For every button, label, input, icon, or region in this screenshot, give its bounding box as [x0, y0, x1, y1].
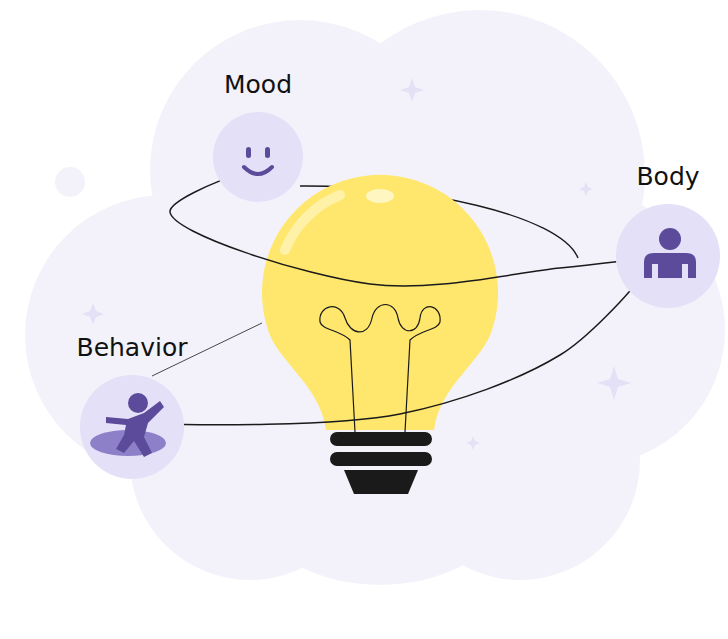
node-label: Behavior [74, 334, 189, 362]
icon-node: Mood [209, 71, 307, 203]
node-label: Mood [222, 71, 294, 99]
orbit-connector [184, 291, 630, 425]
icon-circle [213, 112, 303, 202]
icon-circle [616, 204, 720, 308]
light-bulb [262, 175, 498, 494]
icon-node: Body [612, 163, 724, 309]
icon-node: Behavior [70, 334, 193, 480]
node-label: Body [634, 163, 701, 191]
icon-circle [80, 375, 184, 479]
cloud-blob [25, 10, 725, 585]
